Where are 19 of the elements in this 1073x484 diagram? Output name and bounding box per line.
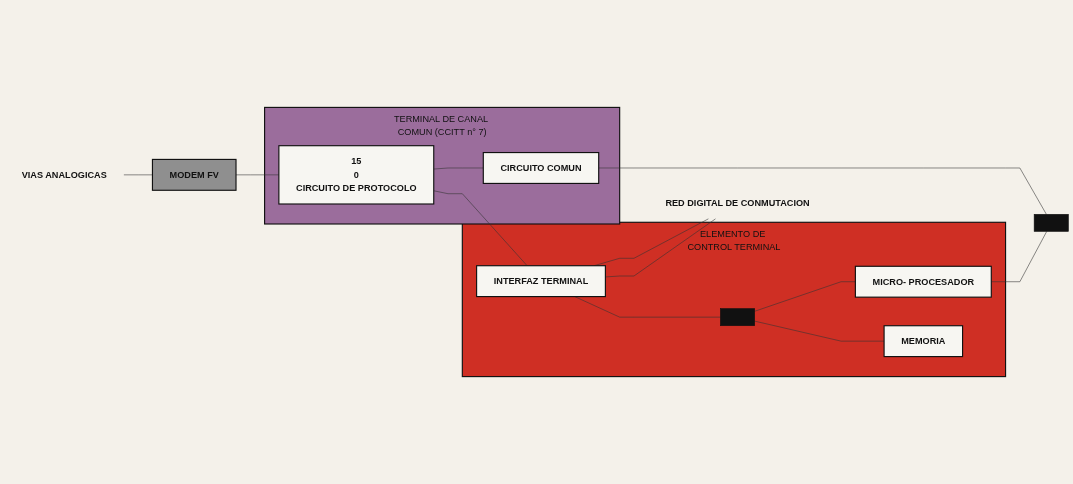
connector (574, 296, 721, 318)
node-bar (720, 308, 755, 326)
connector (991, 231, 1047, 282)
connector (754, 281, 856, 312)
node-text: VIAS ANALOGICAS (21, 169, 107, 180)
node-box: MEMORIA (883, 325, 964, 358)
node-box: CIRCUITO COMUN (482, 152, 600, 184)
node-bar (1033, 214, 1069, 232)
node-text: RED DIGITAL DE CONMUTACION (665, 198, 810, 208)
connector (754, 320, 885, 342)
node-box: MICRO- PROCESADOR (854, 265, 992, 298)
connector (605, 218, 716, 278)
node-box: MODEM FV (151, 158, 237, 191)
node-box: 15 0 CIRCUITO DE PROTOCOLO (278, 145, 435, 205)
connector (433, 190, 528, 266)
connector (123, 174, 153, 176)
connector (598, 167, 1047, 215)
connector (433, 167, 484, 170)
node-box: INTERFAZ TERMINAL (476, 265, 606, 298)
